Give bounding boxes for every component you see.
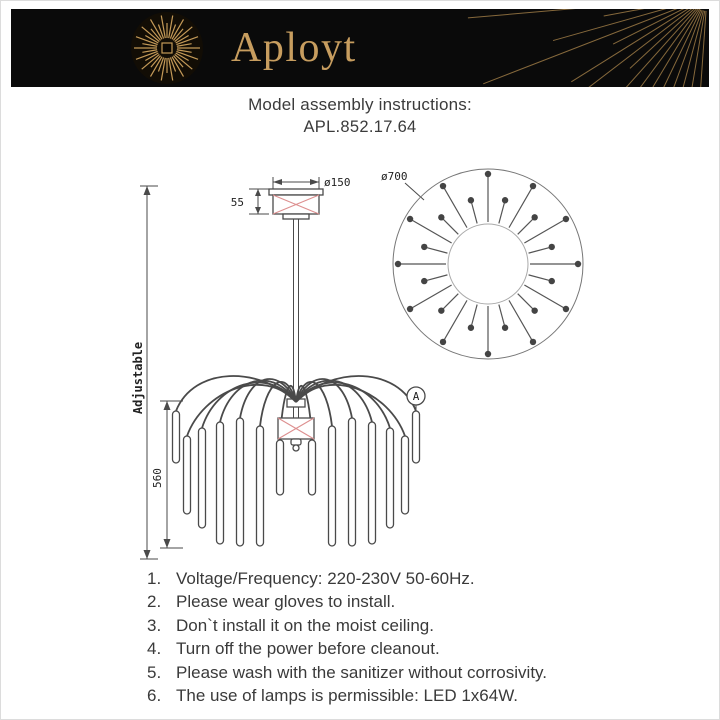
adjustable-label: Adjustable xyxy=(131,342,145,414)
instruction-list: 1. Voltage/Frequency: 220-230V 50-60Hz. … xyxy=(147,567,689,707)
front-view: Adjustable 560 55 ø150 xyxy=(131,176,426,560)
top-view: ø700 xyxy=(381,168,584,360)
item-text: Voltage/Frequency: 220-230V 50-60Hz. xyxy=(176,569,475,588)
brand-name: Aployt xyxy=(231,25,357,71)
item-number: 4. xyxy=(147,639,162,659)
item-number: 3. xyxy=(147,615,162,635)
list-item: 5. Please wash with the sanitizer withou… xyxy=(147,661,689,684)
canopy-height-label: 55 xyxy=(231,196,244,209)
header-band: Aployt xyxy=(11,9,709,87)
item-number: 2. xyxy=(147,592,162,612)
decorative-rays-icon xyxy=(467,9,707,87)
canopy-diameter-label: ø150 xyxy=(324,176,351,189)
item-text: The use of lamps is permissible: LED 1x6… xyxy=(176,686,519,706)
height-560-label: 560 xyxy=(151,468,164,488)
item-text: Turn off the power before cleanout. xyxy=(176,639,440,659)
list-item: 6. The use of lamps is permissible: LED … xyxy=(147,684,689,707)
assembly-diagram: Adjustable 560 55 ø150 xyxy=(131,168,584,560)
detail-marker-a: A xyxy=(413,390,420,403)
item-number: 6. xyxy=(147,686,162,706)
item-text: Please wash with the sanitizer without c… xyxy=(176,662,548,682)
top-view-diameter-label: ø700 xyxy=(381,170,408,183)
item-number: 5. xyxy=(147,662,162,682)
item-text: Don`t install it on the moist ceiling. xyxy=(176,615,434,635)
list-item: 2. Please wear gloves to install. xyxy=(147,590,689,613)
page-title: Model assembly instructions: xyxy=(248,95,472,114)
list-item: 4. Turn off the power before cleanout. xyxy=(147,637,689,660)
item-text: Please wear gloves to install. xyxy=(176,592,396,612)
subtitle-block: Model assembly instructions: APL.852.17.… xyxy=(1,95,719,137)
list-item: 1. Voltage/Frequency: 220-230V 50-60Hz. xyxy=(147,567,689,590)
item-number: 1. xyxy=(147,569,162,588)
model-number: APL.852.17.64 xyxy=(303,118,417,136)
list-item: 3. Don`t install it on the moist ceiling… xyxy=(147,614,689,637)
sunburst-logo-icon xyxy=(131,12,203,84)
